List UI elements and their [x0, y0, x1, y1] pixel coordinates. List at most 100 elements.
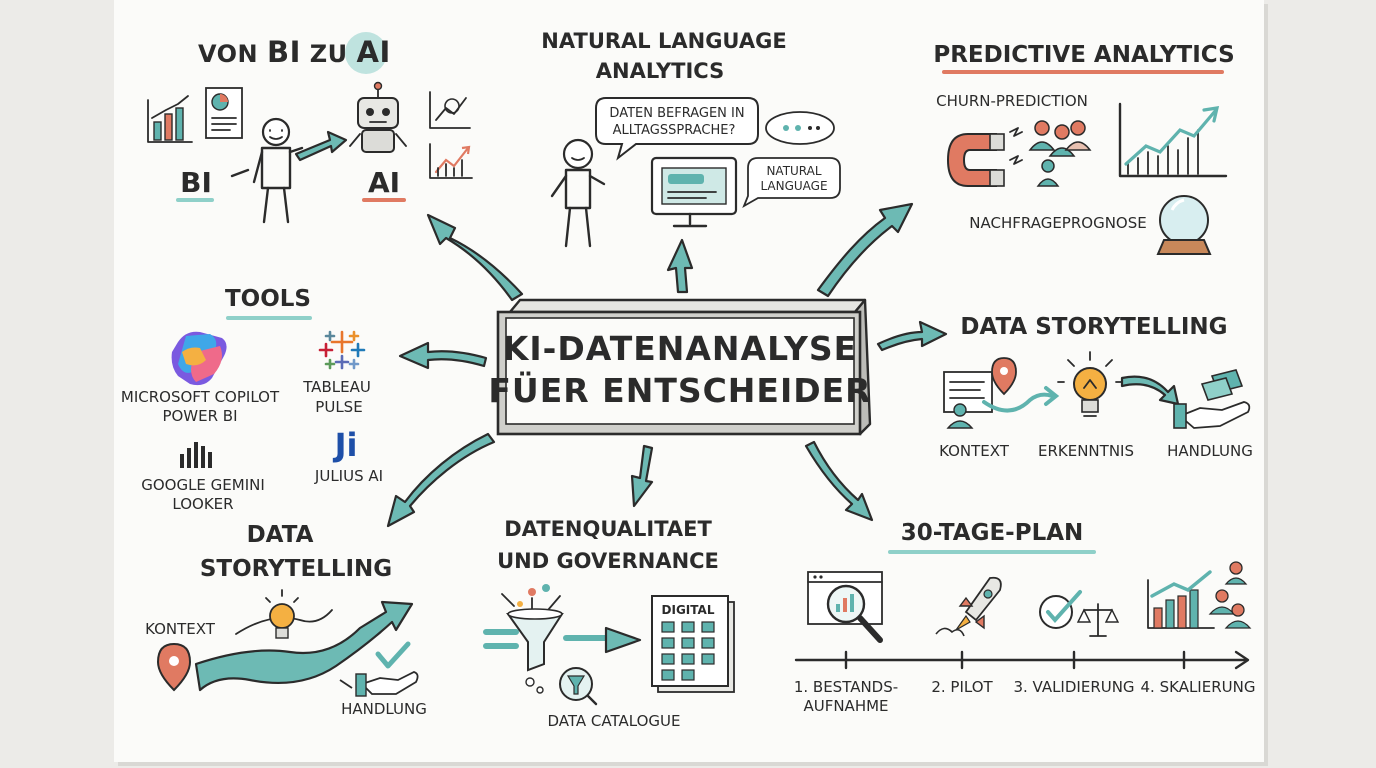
ai-label: AI: [368, 166, 400, 199]
story-right-step-erkenntnis: ERKENNTNIS: [1038, 442, 1134, 460]
natural-language-bubble: [742, 157, 841, 209]
plan-timeline: [794, 650, 1250, 670]
bar-chart-icon: [147, 95, 193, 143]
bi-to-ai-arrow: [294, 130, 348, 162]
plan-step-1-line1: 1. BESTANDS-: [794, 678, 898, 696]
location-pin-icon: [943, 357, 1017, 429]
story-right-step-handlung: HANDLUNG: [1167, 442, 1253, 460]
stick-figure-icon: [550, 138, 606, 248]
nla-badge-line1: NATURAL: [766, 164, 821, 178]
report-icon: [205, 87, 243, 139]
section-tools: TOOLS MICROSOFT COPILOT POWER BI TABLEAU…: [121, 286, 383, 513]
arrow-to-bi-ai: [426, 213, 524, 302]
center-title-line1: KI-DATENANALYSE: [503, 329, 857, 368]
plan-step-2: 2. PILOT: [931, 678, 993, 696]
tool-gemini-line1: GOOGLE GEMINI: [141, 476, 265, 494]
speech-bubble-icon: [595, 97, 759, 161]
plan-step-1-line2: AUFNAHME: [803, 697, 888, 715]
digital-label: DIGITAL: [662, 603, 715, 617]
predictive-title: PREDICTIVE ANALYTICS: [933, 42, 1234, 68]
looker-icon: [180, 442, 212, 468]
hand-icon: [355, 671, 419, 697]
title-ai: AI: [357, 35, 391, 69]
story-right-step-kontext: KONTEXT: [939, 442, 1010, 460]
arrow-to-tools: [398, 341, 488, 370]
arrow-to-storytelling-right: [876, 320, 948, 352]
check-scale-icon: [1039, 590, 1120, 637]
tools-title: TOOLS: [225, 286, 311, 312]
quality-title-line2: UND GOVERNANCE: [497, 549, 719, 573]
storytelling-left-title-line1: DATA: [247, 522, 314, 548]
tool-julius-line1: JULIUS AI: [314, 467, 383, 485]
bi-ai-title: VON BI ZU AI: [198, 35, 391, 69]
location-pin-icon: [156, 642, 192, 692]
section-storytelling-left: DATA STORYTELLING KONTEXT HANDLUNG: [145, 522, 427, 718]
plan-step-4: 4. SKALIERUNG: [1141, 678, 1256, 696]
rocket-icon: [935, 576, 1002, 637]
central-topic: KI-DATENANALYSE FÜER ENTSCHEIDER: [488, 298, 872, 436]
title-mid: ZU: [301, 40, 357, 68]
section-nla: NATURAL LANGUAGE ANALYTICS DATEN BEFRAGE…: [541, 29, 841, 248]
magnet-icon: [946, 127, 1023, 187]
growth-team-icon: [1147, 561, 1252, 629]
checkmark-icon: [375, 641, 411, 669]
catalogue-label: DATA CATALOGUE: [548, 712, 681, 730]
section-predictive: PREDICTIVE ANALYTICS CHURN-PREDICTION: [933, 42, 1235, 255]
storytelling-right-title: DATA STORYTELLING: [960, 314, 1227, 340]
typing-bubble-icon: [765, 111, 835, 145]
section-quality: DATENQUALITAET UND GOVERNANCE: [483, 517, 735, 730]
center-title-line2: FÜER ENTSCHEIDER: [488, 370, 871, 410]
kontext-to-erkenntnis-arrow: [982, 392, 1054, 413]
nla-bubble-line2: ALLTAGSSPRACHE?: [613, 123, 736, 138]
erkenntnis-to-handlung-arrow: [1120, 375, 1180, 406]
title-prefix: VON: [198, 40, 267, 68]
robot-icon: [349, 81, 407, 153]
browser-magnifier-icon: [807, 571, 883, 643]
quality-title-line1: DATENQUALITAET: [504, 517, 712, 541]
arrow-to-nla: [666, 238, 694, 294]
nla-badge-line2: LANGUAGE: [760, 179, 827, 193]
bi-label: BI: [180, 166, 212, 199]
julius-icon: Ji: [333, 426, 358, 464]
people-icon: [1028, 120, 1092, 187]
tableau-icon: [318, 330, 366, 370]
section-plan: 30-TAGE-PLAN: [794, 520, 1256, 715]
filter-search-icon: [525, 667, 598, 706]
catalogue-book-icon: [651, 595, 735, 693]
section-storytelling-right: DATA STORYTELLING KONTEXT E: [939, 314, 1253, 460]
tool-gemini-line2: LOOKER: [172, 495, 233, 513]
trend-chart-icon: [1118, 102, 1228, 178]
funnel-icon: [483, 608, 642, 672]
copilot-icon: [171, 331, 227, 386]
connector-arrows: [386, 202, 948, 528]
demand-label: NACHFRAGEPROGNOSE: [969, 214, 1146, 232]
story-left-kontext: KONTEXT: [145, 620, 216, 638]
storytelling-left-title-line2: STORYTELLING: [200, 556, 392, 582]
arrow-to-predictive: [816, 202, 914, 298]
arrow-to-plan: [804, 440, 874, 522]
arrow-to-storytelling-left: [386, 432, 496, 528]
nla-bubble-line1: DATEN BEFRAGEN IN: [609, 106, 744, 121]
lightbulb-icon: [265, 589, 299, 639]
arrow-to-quality: [630, 444, 654, 508]
section-bi-to-ai: VON BI ZU AI: [147, 32, 473, 224]
crystal-ball-icon: [1156, 195, 1212, 255]
tool-tableau-line2: PULSE: [315, 398, 362, 416]
growth-chart-icon: [429, 91, 473, 179]
title-bi: BI: [267, 35, 301, 69]
data-inputs: [501, 584, 561, 613]
lightbulb-icon: [1057, 351, 1123, 417]
plan-title: 30-TAGE-PLAN: [901, 520, 1084, 546]
tool-copilot-line2: POWER BI: [162, 407, 237, 425]
tool-copilot-line1: MICROSOFT COPILOT: [121, 388, 280, 406]
story-ribbon-arrow: [194, 600, 414, 692]
story-left-handlung: HANDLUNG: [341, 700, 427, 718]
monitor-icon: [650, 156, 738, 228]
churn-label: CHURN-PREDICTION: [936, 92, 1088, 110]
plan-step-3: 3. VALIDIERUNG: [1013, 678, 1134, 696]
ai-highlight-circle: [345, 32, 387, 74]
nla-title-line2: ANALYTICS: [596, 59, 724, 83]
nla-title-line1: NATURAL LANGUAGE: [541, 29, 786, 53]
tool-tableau-line1: TABLEAU: [302, 378, 371, 396]
